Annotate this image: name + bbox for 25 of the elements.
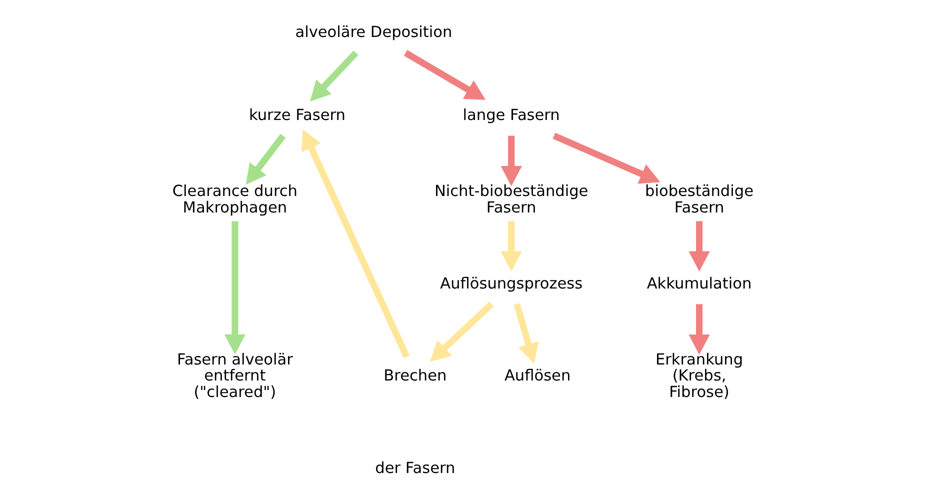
node-text: biobeständige Fasern: [644, 182, 753, 216]
node-text: Auflösen: [504, 366, 570, 384]
node-text: Akkumulation: [646, 274, 752, 292]
arrow: [500, 220, 522, 271]
node-text: Brechen: [383, 366, 446, 384]
arrow: [513, 302, 538, 364]
node-text: Nicht-biobeständige Fasern: [434, 182, 588, 216]
node-text: Auflösungsprozess: [440, 274, 582, 292]
arrow: [310, 50, 358, 101]
arrow: [224, 220, 246, 354]
label: der Fasern: [374, 458, 455, 477]
node-text: alveoläre Deposition: [294, 22, 452, 41]
arrow: [403, 50, 486, 100]
node-text: Fasern alveolär entfernt ("cleared"): [176, 350, 292, 401]
node-text: Clearance durch Makrophagen: [172, 182, 297, 216]
arrow: [245, 133, 286, 184]
node-text: kurze Fasern: [248, 106, 345, 124]
arrow: [500, 135, 522, 186]
node-text: Erkrankung (Krebs, Fibrose): [654, 350, 743, 401]
arrow: [301, 128, 410, 358]
arrow: [552, 132, 660, 184]
arrow: [688, 220, 710, 271]
arrow: [429, 301, 494, 362]
node-text: lange Fasern: [462, 106, 560, 124]
arrow: [688, 304, 710, 354]
